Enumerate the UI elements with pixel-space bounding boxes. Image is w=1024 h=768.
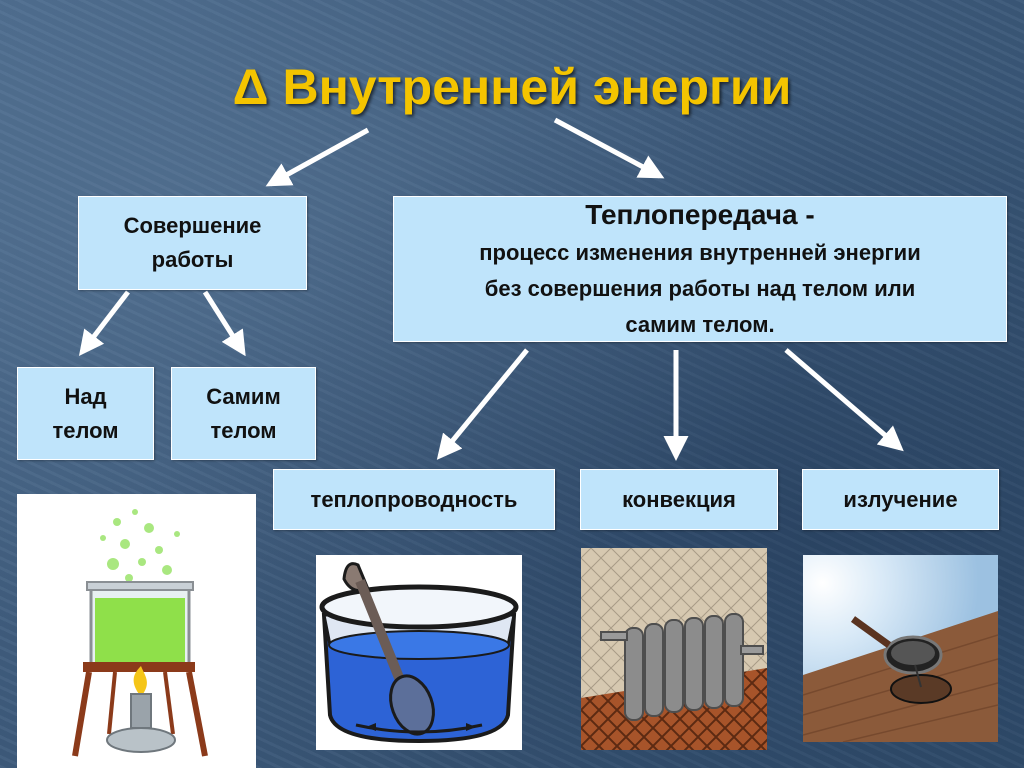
conduction-box: теплопроводность — [273, 469, 555, 530]
heat-transfer-box: Теплопередача - процесс изменения внутре… — [393, 196, 1007, 342]
self-body-line-2: телом — [210, 417, 277, 443]
slide-title: Δ Внутренней энергии — [232, 59, 792, 115]
heat-transfer-definition-line-2: без совершения работы над телом или — [484, 276, 916, 301]
convection-box: конвекция — [580, 469, 778, 530]
over-body-line-1: Над — [64, 383, 107, 409]
conduction-label: теплопроводность — [310, 486, 518, 512]
heat-transfer-definition-line-3: самим телом. — [625, 312, 775, 337]
arrow-to-over-body — [78, 290, 130, 356]
radiation-box: излучение — [802, 469, 999, 530]
work-box: Совершение работы — [78, 196, 307, 290]
arrow-to-self-body — [202, 290, 246, 357]
arrow-to-work — [265, 127, 370, 187]
burner-illustration — [17, 494, 256, 768]
over-body-box: Над телом — [17, 367, 154, 460]
self-body-line-1: Самим — [206, 383, 281, 409]
radiation-label: излучение — [843, 486, 958, 512]
work-line-2: работы — [151, 247, 234, 272]
arrow-to-radiation — [784, 348, 904, 452]
pan-on-table-illustration — [803, 555, 998, 742]
arrow-to-heat-transfer — [553, 117, 665, 179]
work-line-1: Совершение — [123, 213, 262, 238]
heat-transfer-heading: Теплопередача - — [585, 199, 815, 230]
convection-label: конвекция — [622, 486, 736, 512]
jar-with-spoon-illustration — [316, 555, 522, 750]
heat-transfer-definition-line-1: процесс изменения внутренней энергии — [479, 240, 921, 265]
arrow-to-conduction — [436, 348, 529, 460]
radiator-illustration — [581, 548, 767, 750]
over-body-line-2: телом — [52, 417, 119, 443]
self-body-box: Самим телом — [171, 367, 316, 460]
